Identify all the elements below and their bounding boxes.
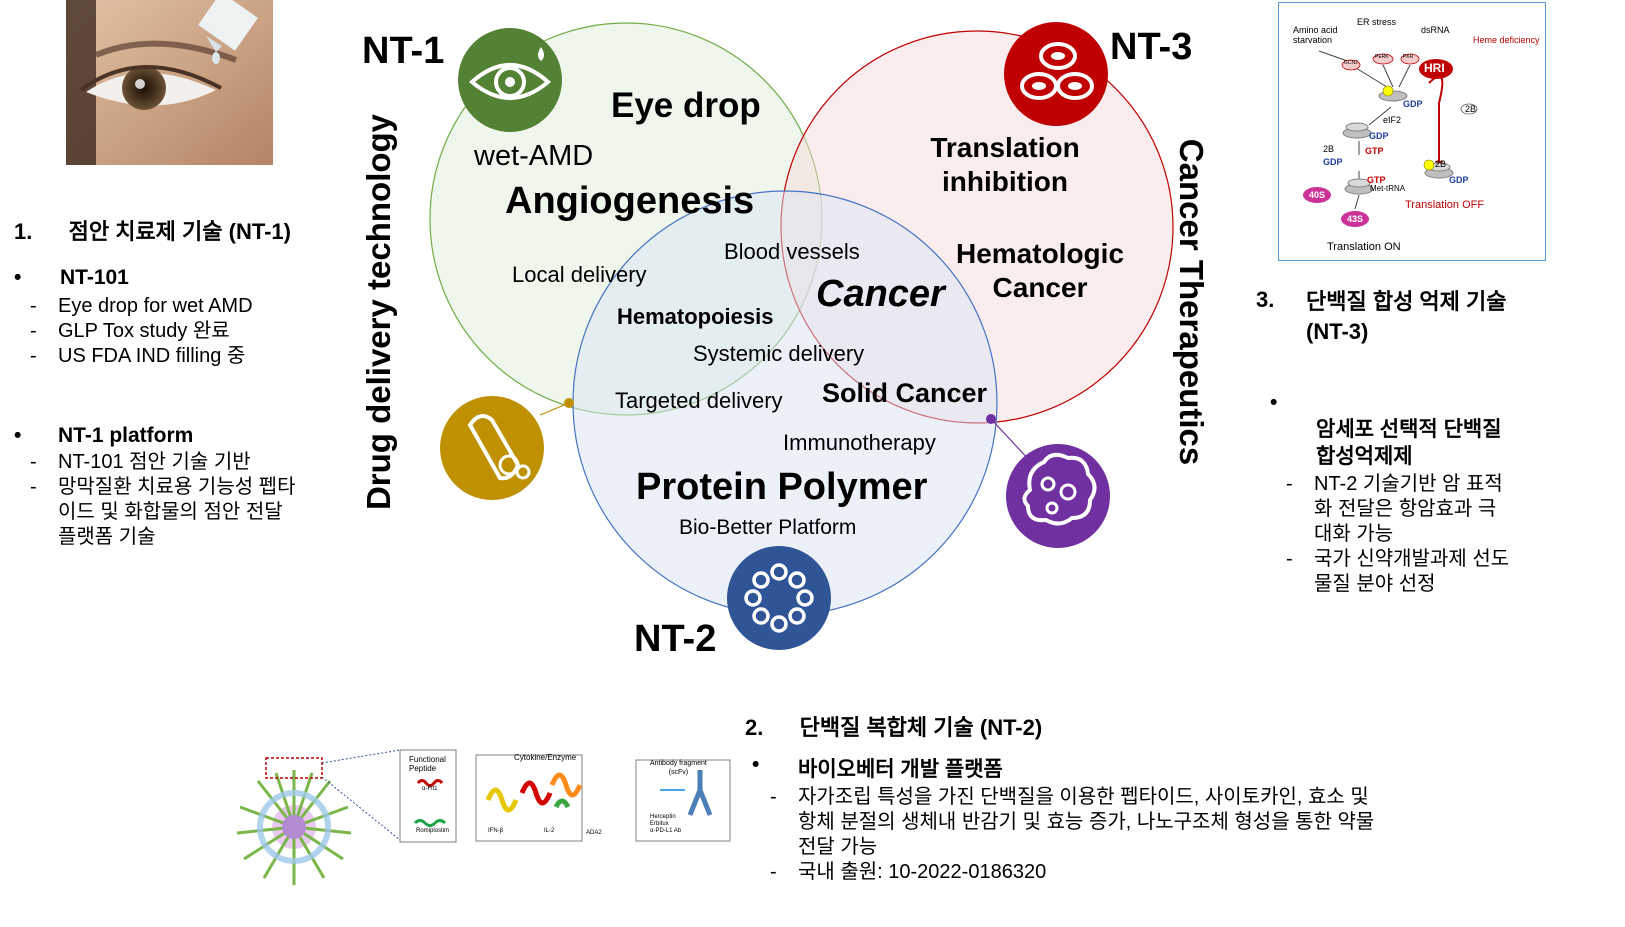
- venn-blood-vessels: Blood vessels: [724, 239, 860, 264]
- pathway-2b-1: 2B: [1465, 104, 1477, 114]
- nano-functional-peptide: Functional Peptide: [409, 755, 446, 773]
- pathway-pkr: PKR: [1403, 54, 1414, 60]
- pathway-heme-deficiency: Heme deficiency: [1473, 35, 1540, 45]
- nt1-platform-list: -NT-101 점안 기술 기반 -망막질환 치료용 기능성 펩타 이드 및 화…: [30, 451, 296, 548]
- protein-ring-icon: [727, 546, 831, 650]
- blood-vessel-icon: [440, 396, 544, 500]
- red-blood-cells-icon: [1004, 22, 1108, 126]
- nt3-bullet-inhibitor: 암세포 선택적 단백질 합성억제제: [1316, 418, 1502, 468]
- venn-eye-drop: Eye drop: [611, 86, 761, 125]
- nt1-item: NT-101 점안 기술 기반: [58, 451, 251, 473]
- pathway-perk: PERK: [1375, 54, 1389, 60]
- nanoparticle-illustration: [236, 749, 731, 885]
- pathway-gtp-1: GTP: [1365, 146, 1384, 156]
- nano-aflt1: α-Flt1: [422, 786, 438, 792]
- nt1-item: Eye drop for wet AMD: [58, 295, 253, 317]
- pathway-gcn2: GCN2: [1344, 60, 1358, 66]
- pathway-gdp-1: GDP: [1403, 99, 1423, 109]
- venn-local-delivery: Local delivery: [512, 262, 647, 287]
- side-label-drug-delivery: Drug delivery technology: [360, 113, 397, 511]
- eye-drop-photo: [66, 0, 273, 165]
- venn-protein-polymer: Protein Polymer: [636, 466, 928, 508]
- pathway-2b-2: 2B: [1323, 144, 1335, 154]
- venn-bio-better: Bio-Better Platform: [679, 516, 857, 539]
- nt2-item: 자가조립 특성을 가진 단백질을 이용한 펩타이드, 사이토카인, 효소 및 항…: [798, 786, 1375, 858]
- nano-ada2: ADA2: [586, 830, 602, 836]
- venn-systemic-delivery: Systemic delivery: [693, 341, 865, 366]
- nano-il2: IL-2: [544, 828, 555, 834]
- nt3-section-title: 단백질 합성 억제 기술 (NT-3): [1306, 289, 1507, 344]
- nt1-section-title: 점안 치료제 기술 (NT-1): [68, 219, 291, 244]
- nt1-item: US FDA IND filling 중: [58, 345, 246, 367]
- nt3-item: 국가 신약개발과제 선도 물질 분야 선정: [1314, 548, 1510, 595]
- nt1-label: NT-1: [362, 30, 445, 72]
- nt3-item: NT-2 기술기반 암 표적 화 전달은 항암효과 극 대화 가능: [1314, 473, 1503, 545]
- pathway-eif2: eIF2: [1383, 115, 1402, 125]
- pathway-gdp-4: GDP: [1449, 175, 1469, 185]
- pathway-hri: HRI: [1424, 61, 1445, 75]
- pathway-dsrna: dsRNA: [1421, 25, 1450, 35]
- nt2-section-number: 2.: [745, 715, 764, 740]
- nano-cytokine-enzyme: Cytokine/Enzyme: [514, 753, 577, 762]
- pathway-40s: 40S: [1309, 190, 1326, 200]
- nt3-section-number: 3.: [1256, 287, 1275, 312]
- venn-translation-inhibition: Translation inhibition: [930, 132, 1080, 197]
- venn-hematopoiesis: Hematopoiesis: [617, 304, 774, 329]
- nt1-bullet-platform: NT-1 platform: [58, 424, 194, 447]
- nt2-item: 국내 출원: 10-2022-0186320: [798, 861, 1047, 883]
- pathway-translation-on: Translation ON: [1327, 241, 1401, 253]
- pathway-gdp-2: GDP: [1369, 131, 1389, 141]
- side-label-cancer-therapeutics: Cancer Therapeutics: [1173, 138, 1210, 466]
- nano-ifn: IFN-β: [488, 828, 504, 834]
- venn-hematologic-cancer: Hematologic Cancer: [955, 238, 1125, 303]
- pathway-2b-3: 2B: [1435, 159, 1447, 169]
- pathway-gdp-3: GDP: [1323, 157, 1343, 167]
- cancer-cell-icon: [1006, 444, 1110, 548]
- nt1-bullet-nt101: NT-101: [60, 266, 129, 289]
- nt2-list: -자가조립 특성을 가진 단백질을 이용한 펩타이드, 사이토카인, 효소 및 …: [770, 786, 1375, 883]
- nt1-nt101-list: -Eye drop for wet AMD -GLP Tox study 완료 …: [30, 295, 253, 367]
- pathway-gtp-2: GTP: [1367, 175, 1386, 185]
- nt1-section-number: 1.: [14, 219, 33, 244]
- pathway-amino-acid: Amino acid starvation: [1293, 25, 1338, 45]
- pathway-translation-off: Translation OFF: [1405, 199, 1485, 211]
- nano-romiplostim: Romiplostim: [416, 828, 450, 834]
- nt2-label: NT-2: [634, 618, 717, 660]
- pathway-43s: 43S: [1347, 214, 1364, 224]
- pathway-er-stress: ER stress: [1357, 17, 1397, 27]
- nt2-section-title: 단백질 복합체 기술 (NT-2): [799, 715, 1043, 740]
- nano-antibody-fragment: Antibody fragment (scFv): [650, 760, 707, 776]
- translation-pathway-diagram: Amino acid starvation ER stress dsRNA He…: [1278, 2, 1546, 261]
- nt1-item: GLP Tox study 완료: [58, 320, 230, 342]
- nt3-label: NT-3: [1110, 26, 1193, 68]
- nt2-bullet-platform: 바이오베터 개발 플랫폼: [798, 758, 1003, 781]
- nt1-item: 망막질환 치료용 기능성 펩타 이드 및 화합물의 점안 전달 플랫폼 기술: [58, 476, 296, 548]
- nano-herceptin: Herceptin Erbitux α-PD-L1 Ab: [650, 814, 682, 834]
- venn-angiogenesis: Angiogenesis: [505, 180, 755, 222]
- venn-targeted-delivery: Targeted delivery: [615, 388, 783, 413]
- eye-drop-icon: [458, 28, 562, 132]
- pathway-met-trna: Met-tRNA: [1370, 184, 1406, 193]
- venn-immunotherapy: Immunotherapy: [783, 430, 936, 455]
- nt3-list: -NT-2 기술기반 암 표적 화 전달은 항암효과 극 대화 가능 -국가 신…: [1286, 473, 1510, 595]
- venn-wet-amd: wet-AMD: [474, 140, 594, 172]
- venn-cancer: Cancer: [816, 273, 945, 315]
- venn-solid-cancer: Solid Cancer: [822, 378, 988, 408]
